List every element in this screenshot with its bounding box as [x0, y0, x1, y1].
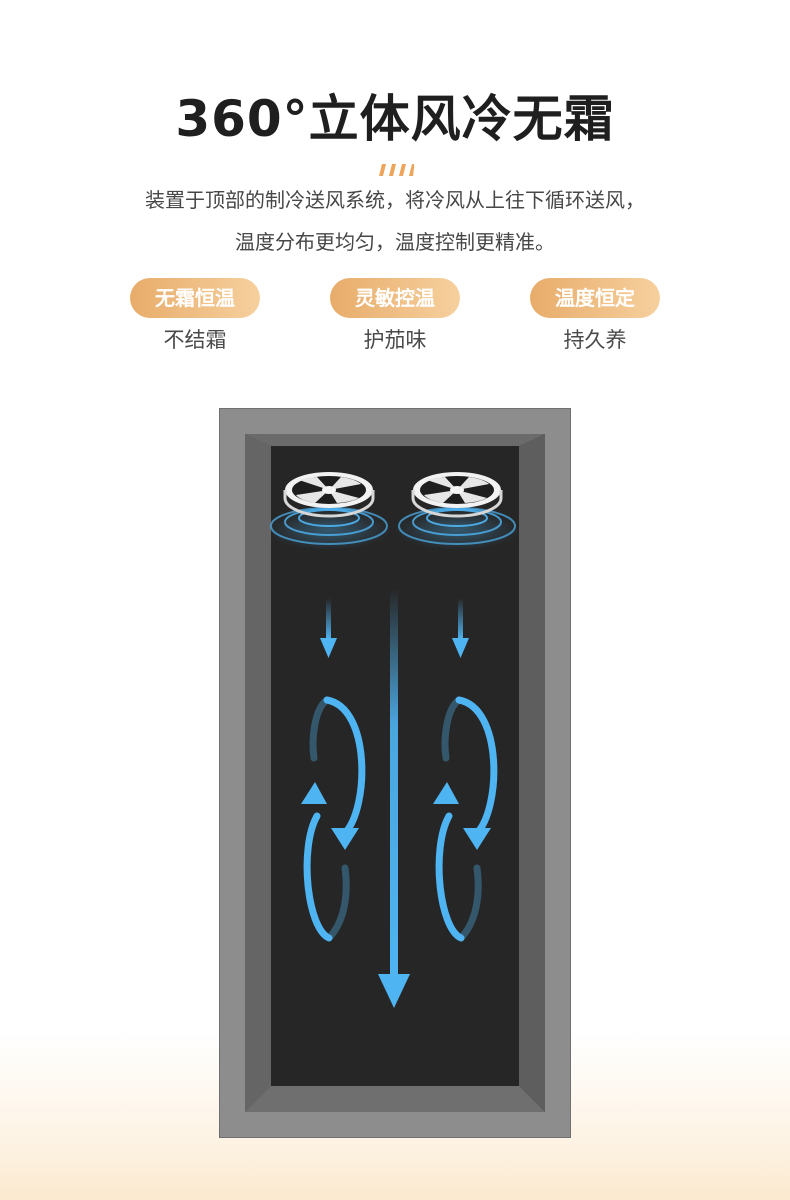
feature-constant-temp: 温度恒定 持久养	[530, 278, 660, 354]
description-line-2: 温度分布更均匀，温度控制更精准。	[235, 230, 555, 254]
decorative-slashes	[379, 164, 414, 176]
airflow-loop-left	[301, 696, 366, 942]
feature-sensitive-control: 灵敏控温 护茄味	[330, 278, 460, 354]
feature-pill-label: 温度恒定	[530, 278, 660, 318]
fan-left	[267, 472, 391, 550]
description-line-1: 装置于顶部的制冷送风系统，将冷风从上往下循环送风，	[145, 188, 645, 212]
feature-frost-free: 无霜恒温 不结霜	[130, 278, 260, 354]
airflow-arrow-center	[378, 588, 410, 1008]
page-title: 360°立体风冷无霜	[175, 90, 615, 148]
feature-sub-label: 持久养	[563, 328, 627, 352]
feature-sub-label: 护茄味	[363, 328, 427, 352]
feature-pill-label: 灵敏控温	[330, 278, 460, 318]
airflow-arrow-right-small	[452, 598, 469, 658]
cabinet-airflow-illustration	[219, 408, 571, 1138]
feature-sub-label: 不结霜	[163, 328, 227, 352]
airflow-arrow-left-small	[320, 598, 337, 658]
feature-pill-label: 无霜恒温	[130, 278, 260, 318]
airflow-loop-right	[433, 696, 498, 942]
fan-right	[395, 472, 519, 550]
